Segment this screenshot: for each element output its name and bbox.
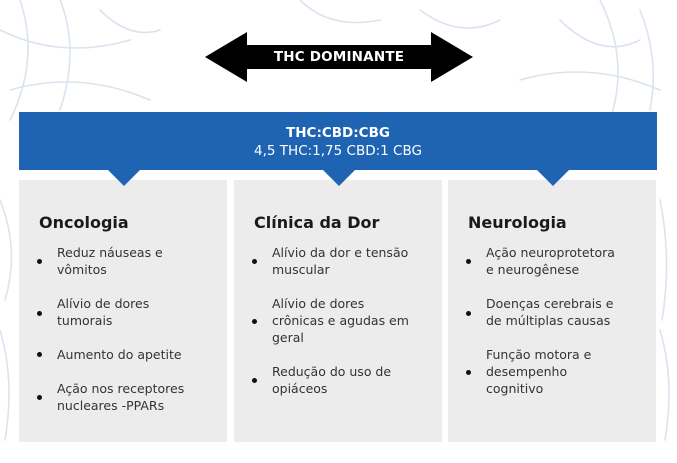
card-title: Clínica da Dor [254,213,380,232]
card-title: Oncologia [39,213,129,232]
bullet-dot [252,378,257,383]
thc-dominante-label: THC DOMINANTE [273,49,405,65]
banner-pointer-neurologia [535,168,571,186]
bullet-dot [37,352,42,357]
card-title: Neurologia [468,213,567,232]
thc-dominance-double-arrow [205,32,473,82]
bullet-dot [252,319,257,324]
list-item: Aumento do apetite [57,347,182,362]
ratio-title: THC:CBD:CBG [286,125,390,141]
ratio-subtitle: 4,5 THC:1,75 CBD:1 CBG [254,143,422,159]
banner-pointer-oncologia [106,168,142,186]
bullet-dot [37,311,42,316]
ratio-banner: THC:CBD:CBG 4,5 THC:1,75 CBD:1 CBG [19,112,657,170]
bullet-dot [466,370,471,375]
bullet-dot [252,259,257,264]
bullet-dot [37,395,42,400]
bullet-dot [37,259,42,264]
banner-pointer-clinica-da-dor [321,168,357,186]
double-arrow-shape [205,32,473,82]
bullet-dot [466,259,471,264]
bullet-dot [466,311,471,316]
